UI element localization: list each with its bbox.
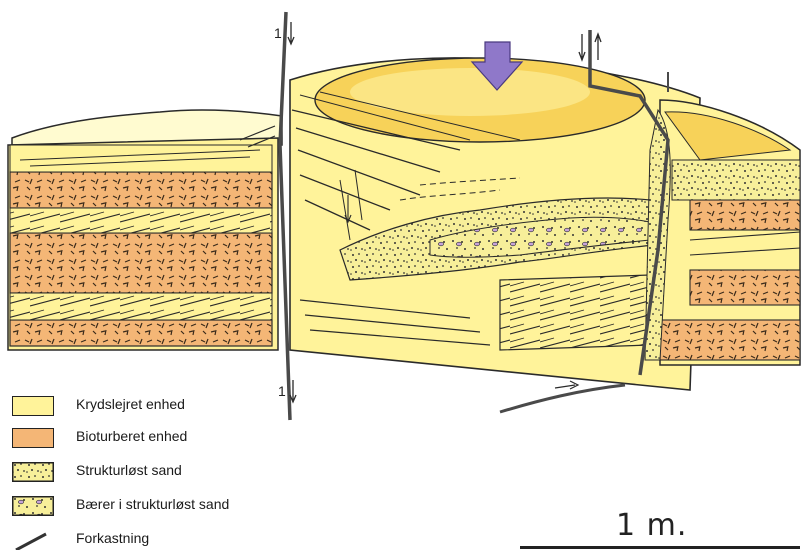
carrier-sand-swatch [12,496,54,516]
fault-marker-top-left: 1 [274,25,282,41]
cross-bedded-swatch [12,396,54,416]
legend-item-fault: Forkastning [8,526,308,552]
left-block [8,110,282,350]
left-xbed-band-1 [10,208,272,233]
right-bio-layer-1 [690,200,800,230]
legend-label: Krydslejret enhed [76,396,185,412]
legend-label: Strukturløst sand [76,462,182,478]
legend-item-bioturbated: Bioturberet enhed [8,424,308,450]
legend-label: Bioturberet enhed [76,428,187,444]
scale-label: 1 m. [616,508,687,543]
right-bio-layer-2 [690,270,800,305]
scale-bar [520,546,800,549]
legend-label: Bærer i strukturløst sand [76,496,229,512]
legend-label: Forkastning [76,530,149,546]
legend-item-carriers: Bærer i strukturløst sand [8,492,308,518]
bioturbated-swatch [12,428,54,448]
left-bio-layer-3 [10,320,272,346]
left-bio-layer-2 [10,233,272,293]
legend-item-cross-bedded: Krydslejret enhed [8,392,308,418]
left-xbed-band-2 [10,293,272,320]
fault-line-swatch [12,530,54,550]
legend-item-structureless-sand: Strukturløst sand [8,458,308,484]
structureless-sand-swatch [12,462,54,482]
legend: Krydslejret enhed Bioturberet enhed Stru… [8,390,308,556]
fault-arrow-top-left [288,22,294,44]
thrust-fault-line [500,385,625,412]
central-block [290,58,700,390]
scale-bar-group: 1 m. [520,508,804,554]
left-fault-line [280,12,290,420]
left-bio-layer-1 [10,172,272,208]
right-bio-layer-3 [660,320,800,360]
